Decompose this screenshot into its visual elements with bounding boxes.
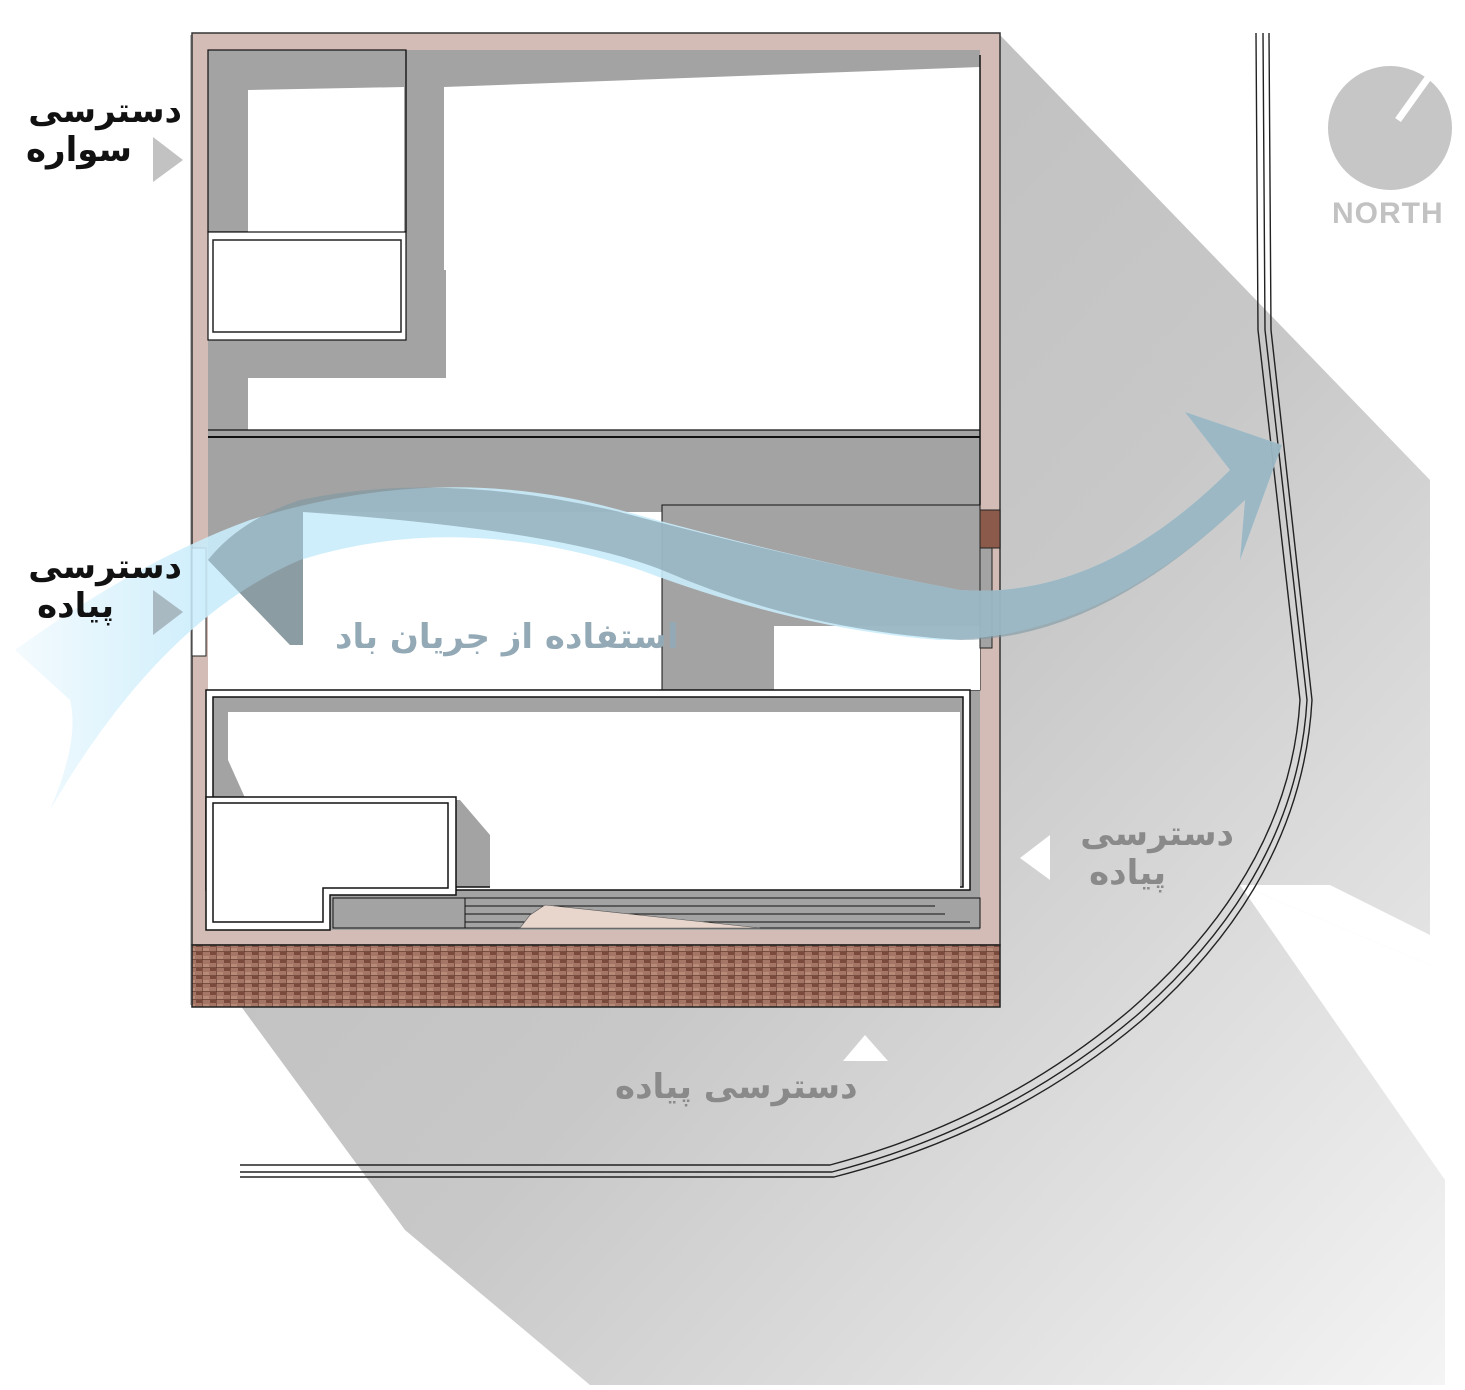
pedestrian-east-line2: پیاده: [1089, 853, 1166, 894]
pedestrian-east-arrow-icon: [1020, 835, 1050, 880]
pedestrian-east-line1: دسترسی: [1080, 814, 1234, 854]
pedestrian-south-arrow-icon: [843, 1035, 888, 1061]
north-label: NORTH: [1332, 197, 1444, 230]
pedestrian-access-south-label: دسترسی پیاده: [615, 1067, 858, 1107]
north-arrow-icon: [1328, 66, 1452, 190]
wind-flow-arrow: [15, 412, 1282, 810]
pedestrian-west-arrow-icon: [153, 590, 183, 635]
pedestrian-west-line1: دسترسی: [28, 547, 182, 587]
vehicle-access-label: دسترسی سواره: [20, 91, 182, 171]
building: [191, 32, 1001, 1008]
pedestrian-west-line2: پیاده: [37, 586, 114, 627]
pedestrian-access-west-label: دسترسی پیاده: [20, 547, 182, 627]
vehicle-access-line2: سواره: [25, 130, 132, 171]
wind-flow-label: استفاده از جریان باد: [335, 617, 679, 657]
vehicle-access-arrow-icon: [153, 137, 183, 182]
road: [240, 32, 1313, 1178]
pedestrian-access-east-label: دسترسی پیاده: [1062, 814, 1234, 894]
vehicle-access-line1: دسترسی: [28, 91, 182, 131]
